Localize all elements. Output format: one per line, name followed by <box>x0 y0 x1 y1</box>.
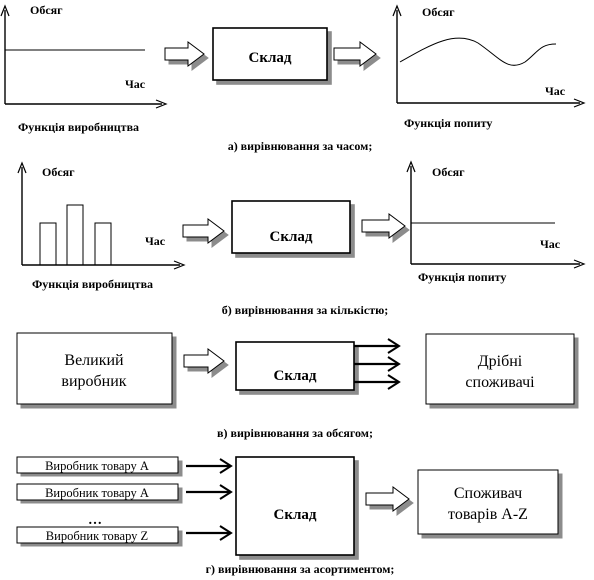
production-function-chart-b: Обсяг Час Функція виробництва <box>17 161 186 291</box>
producer-box <box>16 483 179 501</box>
producer-a-box-1: Виробник товару А <box>16 456 179 474</box>
chart-caption: Функція попиту <box>404 116 492 130</box>
hollow-arrow-icon <box>182 218 225 244</box>
x-axis-label: Час <box>545 84 566 98</box>
x-axis-arrow-icon <box>155 99 168 109</box>
y-axis-arrow-icon <box>392 4 402 17</box>
arrow-head-icon <box>387 374 401 390</box>
consumers-label-line2: споживачі <box>465 374 535 391</box>
producer-box <box>16 332 173 405</box>
demand-curve <box>399 37 557 66</box>
panel-title: а) вирівнювання за часом; <box>228 139 373 153</box>
producer-label: Виробник товару А <box>45 486 149 500</box>
supply-arrows <box>186 458 233 541</box>
y-axis-arrow-icon <box>17 161 27 174</box>
producer-z-box: Виробник товару Z <box>16 526 179 544</box>
panel-d: Виробник товару А Виробник товару А … Ви… <box>16 456 559 576</box>
warehouse-label: Склад <box>249 50 292 66</box>
panel-b: Обсяг Час Функція виробництва Склад Обся… <box>17 160 586 317</box>
x-axis-arrow-icon <box>173 260 186 270</box>
chart-caption: Функція виробництва <box>32 277 153 291</box>
x-axis-label: Час <box>540 237 561 251</box>
warehouse-label: Склад <box>270 229 313 245</box>
distribution-arrows <box>354 338 401 390</box>
panel-title: б) вирівнювання за кількістю; <box>222 303 389 317</box>
y-axis-label: Обсяг <box>432 165 465 179</box>
warehouse-box-d: Склад <box>235 456 355 556</box>
chart-caption: Функція виробництва <box>18 120 139 134</box>
consumers-label-line1: Дрібні <box>478 353 523 370</box>
producer-a-box-2: Виробник товару А <box>16 483 179 501</box>
hollow-arrow-icon <box>361 213 406 239</box>
consumer-box: Споживач товарів А-Z <box>417 469 559 535</box>
warehouse-box-b: Склад <box>231 200 351 254</box>
x-axis-label: Час <box>125 77 146 91</box>
x-axis-arrow-icon <box>573 259 586 269</box>
panel-title: г) вирівнювання за асортиментом; <box>206 562 395 576</box>
hollow-arrow-icon <box>365 486 410 512</box>
warehouse-box-a: Склад <box>212 27 328 81</box>
warehouse-label: Склад <box>274 368 317 384</box>
arrow-head-icon <box>387 356 401 372</box>
ellipsis: … <box>88 513 102 528</box>
warehouse-box <box>235 341 355 391</box>
production-function-chart-a: Обсяг Час Функція виробництва <box>0 3 168 134</box>
y-axis-label: Обсяг <box>42 165 75 179</box>
warehouse-box <box>212 27 328 81</box>
production-bar <box>94 222 112 266</box>
hollow-arrow-icon <box>333 41 377 67</box>
y-axis-label: Обсяг <box>30 3 63 17</box>
consumers-box <box>425 333 575 405</box>
producer-label: Виробник товару Z <box>46 529 148 543</box>
y-axis-arrow-icon <box>0 4 10 17</box>
consumer-box-frame <box>417 469 559 535</box>
panel-title: в) вирівнювання за обсягом; <box>217 426 373 440</box>
warehouse-box <box>235 456 355 556</box>
small-consumers-box: Дрібні споживачі <box>425 333 575 405</box>
production-bar <box>66 204 84 266</box>
warehouse-box <box>231 200 351 254</box>
arrow-head-icon <box>219 458 233 474</box>
arrow-head-icon <box>387 338 401 354</box>
demand-function-chart-b: Обсяг Час Функція попиту <box>406 160 586 284</box>
panel-a: Обсяг Час Функція виробництва Склад Обся… <box>0 3 586 153</box>
warehouse-box-c: Склад <box>235 341 355 391</box>
producer-label: Виробник товару А <box>45 459 149 473</box>
hollow-arrow-icon <box>183 348 225 374</box>
chart-caption: Функція попиту <box>418 270 506 284</box>
producer-label-line2: виробник <box>61 373 126 390</box>
x-axis-arrow-icon <box>573 98 586 108</box>
large-producer-box: Великий виробник <box>16 332 173 405</box>
producer-box <box>16 456 179 474</box>
producer-box <box>16 526 179 544</box>
y-axis-label: Обсяг <box>422 5 455 19</box>
consumer-label-line2: товарів А-Z <box>448 506 528 523</box>
arrow-head-icon <box>219 525 233 541</box>
hollow-arrow-icon <box>164 41 205 67</box>
warehouse-label: Склад <box>274 507 317 523</box>
production-bar <box>39 222 57 266</box>
demand-function-chart-a: Обсяг Час Функція попиту <box>392 4 586 130</box>
producer-label-line1: Великий <box>64 352 124 369</box>
arrow-head-icon <box>219 484 233 500</box>
consumer-label-line1: Споживач <box>454 485 522 502</box>
panel-c: Великий виробник Склад Дрібні споживачі … <box>16 332 575 440</box>
x-axis-label: Час <box>145 234 166 248</box>
y-axis-arrow-icon <box>406 160 416 173</box>
